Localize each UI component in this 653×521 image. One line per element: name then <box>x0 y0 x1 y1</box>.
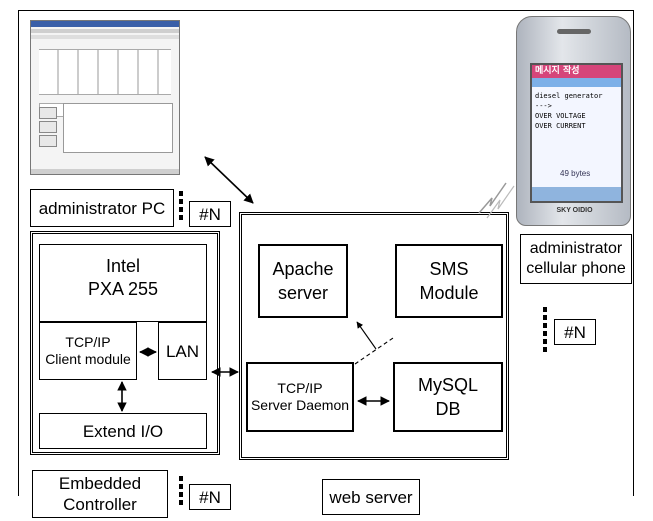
admin-pc-box: administrator PC <box>30 189 174 227</box>
wireless-link <box>478 182 507 214</box>
extend-io-box: Extend I/O <box>39 413 207 449</box>
embedded-controller-label: Embedded Controller <box>32 470 168 518</box>
phone-count: #N <box>554 319 596 345</box>
phone-brand: SKY OIDIO <box>556 207 593 214</box>
daemon-apache-arrow <box>356 321 377 350</box>
admin-pc-dots <box>179 191 183 223</box>
mysql-db-box: MySQL DB <box>393 362 503 432</box>
apache-server-box: Apache server <box>258 244 348 318</box>
intel-pxa255-box: Intel PXA 255 <box>39 244 207 322</box>
pc-screenshot <box>30 20 180 175</box>
controller-count: #N <box>189 484 231 510</box>
tcp-server-daemon-box: TCP/IP Server Daemon <box>246 362 354 432</box>
daemon-sms-dashed <box>354 337 394 365</box>
admin-phone-label: administrator cellular phone <box>520 234 632 284</box>
phone-dots <box>543 307 547 355</box>
sms-module-box: SMS Module <box>395 244 503 318</box>
phone-line-3: OVER VOLTAGE <box>535 112 586 120</box>
phone-line-4: OVER CURRENT <box>535 122 586 130</box>
cellular-phone: 메시지 작성 diesel generator ---> OVER VOLTAG… <box>516 16 631 226</box>
controller-dots <box>179 476 183 508</box>
phone-screen-title: 메시지 작성 <box>532 65 621 78</box>
lan-box: LAN <box>158 322 207 380</box>
phone-speaker <box>557 29 591 34</box>
outer-frame <box>18 10 634 496</box>
tcp-client-module-box: TCP/IP Client module <box>39 322 137 380</box>
web-server-label: web server <box>322 479 420 515</box>
phone-screen: 메시지 작성 diesel generator ---> OVER VOLTAG… <box>530 63 623 203</box>
phone-line-1: diesel generator <box>535 92 603 100</box>
wireless-link-shadow <box>486 185 515 219</box>
phone-bytes: 49 bytes <box>560 169 591 178</box>
phone-line-2: ---> <box>535 102 552 110</box>
pc-to-webserver-arrow <box>204 156 254 204</box>
